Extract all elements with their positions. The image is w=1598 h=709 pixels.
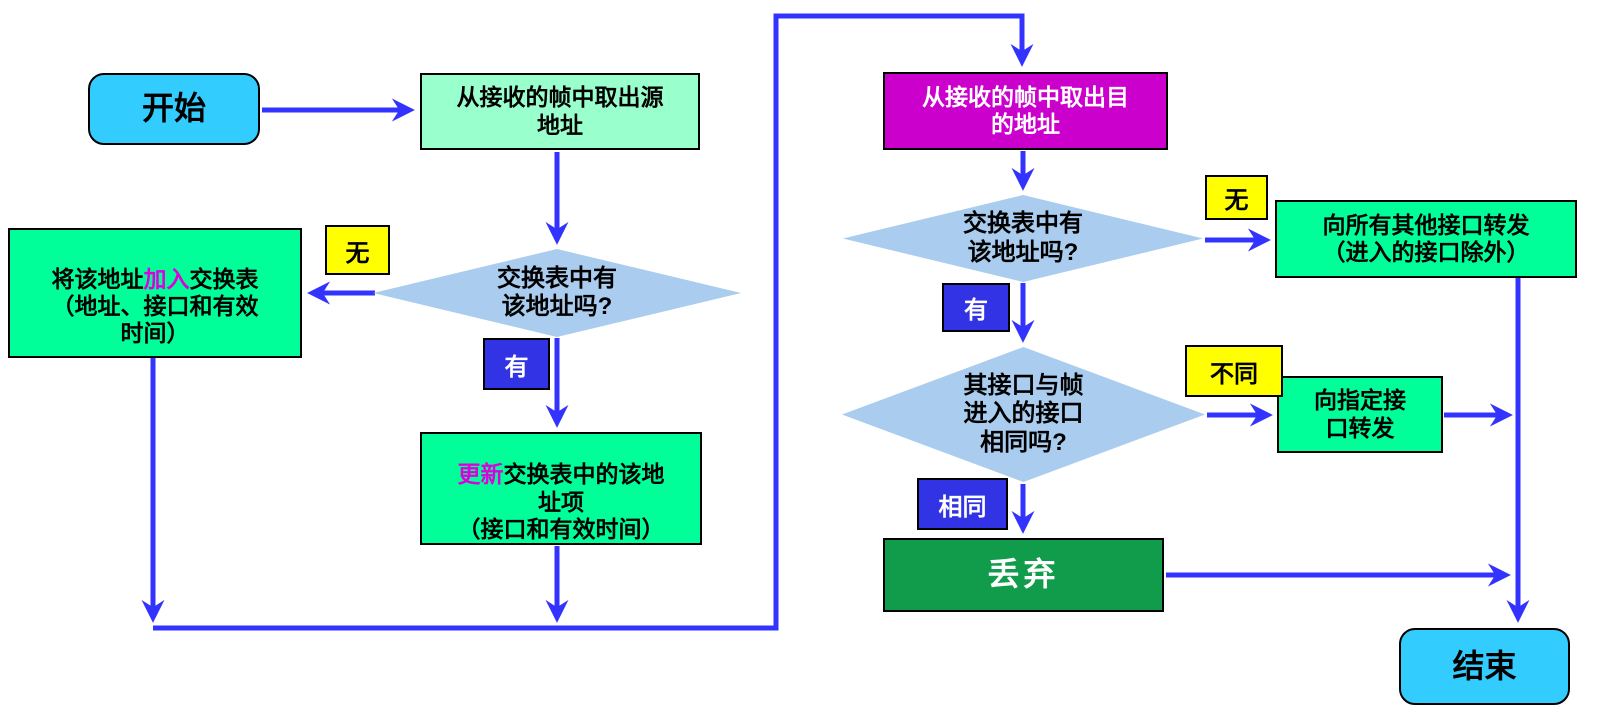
node-extract-destination-address: 从接收的帧中取出目 的地址 bbox=[883, 72, 1168, 150]
add-entry-text-pre: 将该地址 bbox=[51, 265, 144, 292]
update-entry-text-post: 交换表中的该地 址项 （接口和有效时间） bbox=[457, 461, 665, 542]
add-entry-text-post: 交换表 （地址、接口和有效 时间） bbox=[51, 265, 259, 347]
label-source-present: 有 bbox=[483, 338, 550, 390]
node-add-entry: 将该地址加入交换表 （地址、接口和有效 时间） bbox=[8, 228, 302, 358]
arrow-loop-to-extract-destination bbox=[153, 13, 1034, 631]
node-flood-all-ports: 向所有其他接口转发 （进入的接口除外） bbox=[1275, 200, 1577, 278]
add-entry-text-highlight: 加入 bbox=[143, 265, 190, 292]
label-port-same: 相同 bbox=[917, 478, 1008, 530]
update-entry-text-highlight: 更新 bbox=[457, 461, 504, 488]
node-end: 结束 bbox=[1399, 628, 1570, 705]
node-start: 开始 bbox=[88, 73, 260, 145]
node-discard: 丢弃 bbox=[883, 538, 1164, 612]
label-destination-present: 有 bbox=[942, 283, 1010, 332]
label-destination-absent: 无 bbox=[1205, 175, 1268, 220]
node-extract-source-address: 从接收的帧中取出源 地址 bbox=[420, 73, 700, 150]
node-update-entry: 更新交换表中的该地 址项 （接口和有效时间） bbox=[420, 432, 702, 545]
node-forward-designated-port: 向指定接 口转发 bbox=[1277, 376, 1443, 453]
label-source-absent: 无 bbox=[325, 225, 390, 275]
label-port-different: 不同 bbox=[1185, 345, 1283, 397]
